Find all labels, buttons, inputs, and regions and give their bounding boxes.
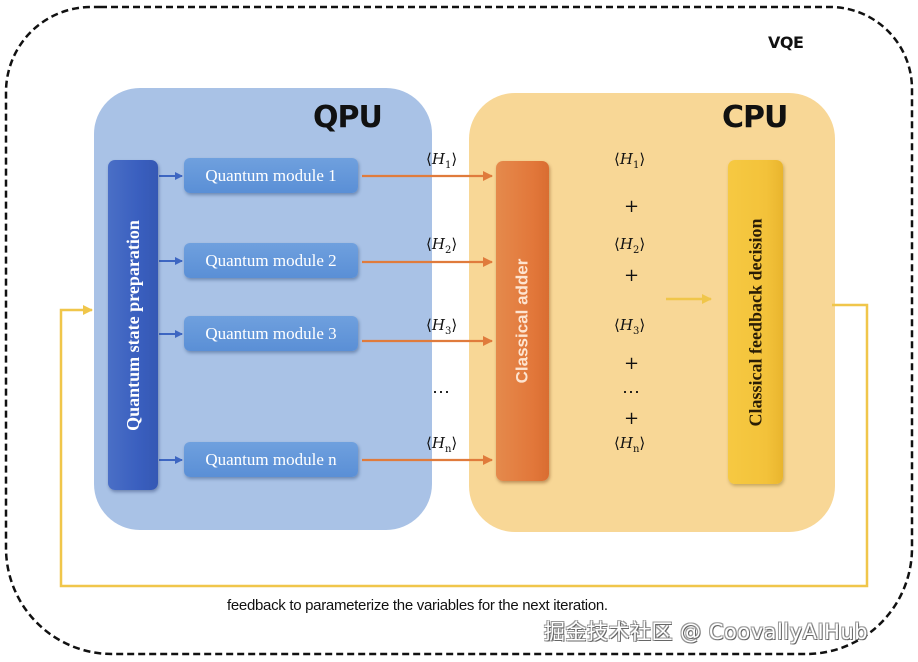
- classical-feedback-decision-label: Classical feedback decision: [745, 217, 766, 427]
- edge-label-h3: ⟨H3⟩: [426, 316, 458, 337]
- quantum-state-preparation-label: Quantum state preparation: [122, 219, 143, 431]
- quantum-module-n: Quantum module n: [184, 442, 358, 477]
- sum-term-h2: ⟨H2⟩: [614, 235, 646, 256]
- sum-plus-3: +: [624, 353, 640, 374]
- classical-adder-block: Classical adder: [496, 161, 549, 481]
- edge-label-h1: ⟨H1⟩: [426, 150, 458, 171]
- feedback-caption: feedback to parameterize the variables f…: [227, 597, 608, 614]
- watermark: 掘金技术社区 @ CoovallyAIHub: [544, 620, 869, 644]
- vqe-label: VQE: [768, 33, 804, 52]
- edge-ellipsis: ⋯: [432, 382, 450, 403]
- sum-ellipsis: ⋯: [622, 382, 640, 403]
- sum-term-h3: ⟨H3⟩: [614, 316, 646, 337]
- sum-term-hn: ⟨Hn⟩: [614, 434, 646, 455]
- sum-plus-1: +: [624, 196, 640, 217]
- quantum-module-3: Quantum module 3: [184, 316, 358, 351]
- quantum-module-2: Quantum module 2: [184, 243, 358, 278]
- quantum-module-1: Quantum module 1: [184, 158, 358, 193]
- feedback-loop-line: [59, 303, 869, 588]
- sum-plus-4: +: [624, 408, 640, 429]
- qpu-title: QPU: [313, 100, 383, 135]
- edge-label-hn: ⟨Hn⟩: [426, 434, 458, 455]
- sum-term-h1: ⟨H1⟩: [614, 150, 646, 171]
- sum-plus-2: +: [624, 265, 640, 286]
- quantum-state-preparation-block: Quantum state preparation: [108, 160, 158, 490]
- cpu-title: CPU: [722, 100, 788, 135]
- edge-label-h2: ⟨H2⟩: [426, 235, 458, 256]
- classical-feedback-decision-block: Classical feedback decision: [728, 160, 783, 484]
- classical-adder-label: Classical adder: [512, 258, 532, 384]
- vqe-frame-border: [4, 5, 914, 656]
